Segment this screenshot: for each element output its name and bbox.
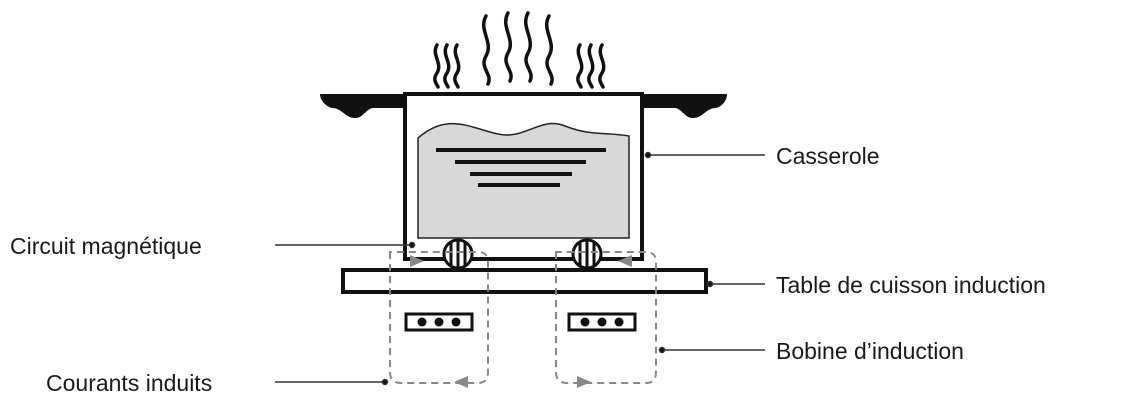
induction-coils	[404, 312, 637, 332]
field-loops	[389, 251, 657, 384]
right-handle	[641, 94, 727, 118]
label-courants-induits: Courants induits	[46, 370, 212, 396]
label-casserole: Casserole	[776, 143, 880, 169]
label-table-cuisson: Table de cuisson induction	[776, 272, 1046, 298]
left-handle	[320, 94, 407, 118]
leader-lines	[275, 151, 765, 386]
water-ripples	[436, 148, 606, 187]
label-circuit-magnetique: Circuit magnétique	[10, 233, 202, 259]
steam-icon	[433, 11, 606, 89]
field-arrows	[410, 255, 632, 388]
casserole-pot	[320, 92, 727, 261]
water	[417, 122, 630, 239]
induction-cooktop	[341, 268, 708, 294]
label-bobine: Bobine d’induction	[776, 338, 964, 364]
